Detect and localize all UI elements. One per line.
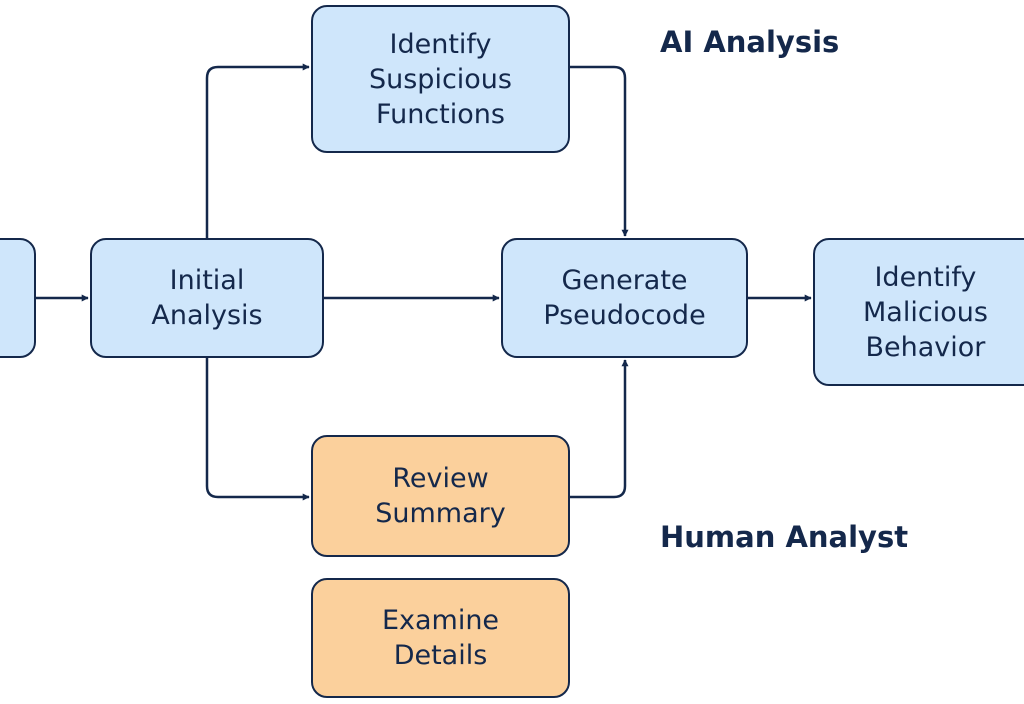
edge-suspicious-to-pseudo [570, 65, 629, 237]
node-initial-analysis[interactable]: Initial Analysis [90, 238, 324, 358]
lane-label-human-analyst: Human Analyst [660, 520, 909, 554]
node-generate-pseudocode[interactable]: Generate Pseudocode [501, 238, 748, 358]
edge-initial-to-suspicious [205, 63, 310, 238]
node-identify-malicious-behavior-label: Identify Malicious Behavior [863, 261, 988, 363]
node-source[interactable] [0, 238, 36, 358]
lane-label-ai-analysis: AI Analysis [660, 25, 840, 59]
edge-initial-to-review [205, 358, 310, 501]
node-examine-details[interactable]: Examine Details [311, 578, 570, 698]
node-review-summary[interactable]: Review Summary [311, 435, 570, 557]
node-identify-malicious-behavior[interactable]: Identify Malicious Behavior [813, 238, 1024, 386]
node-identify-suspicious-functions[interactable]: Identify Suspicious Functions [311, 5, 570, 153]
edge-review-to-pseudo [570, 359, 629, 499]
